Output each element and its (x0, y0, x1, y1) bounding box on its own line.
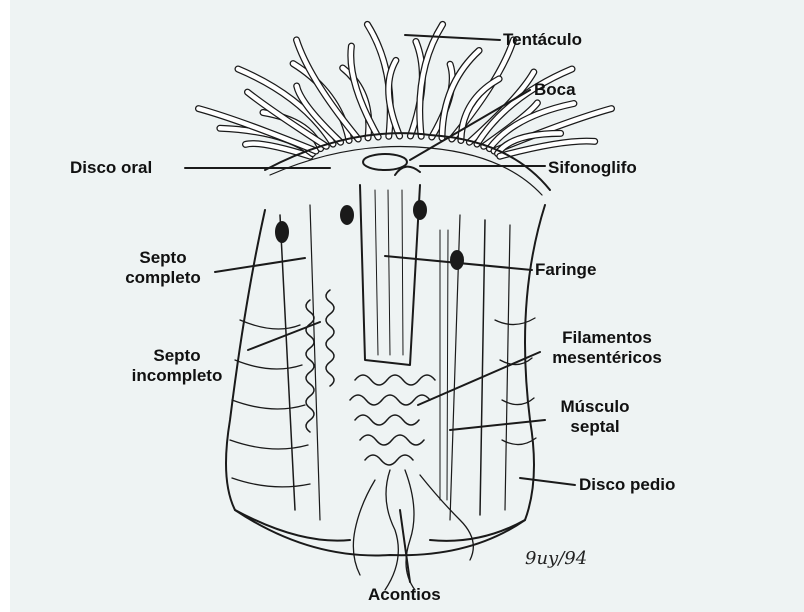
label-musculo-septal: Músculo septal (550, 397, 640, 437)
spot (341, 206, 353, 224)
mesenterial-filaments (350, 375, 435, 465)
label-disco-pedio: Disco pedio (579, 475, 675, 495)
label-sifonoglifo: Sifonoglifo (548, 158, 637, 178)
label-boca: Boca (534, 80, 576, 100)
label-acontios: Acontios (368, 585, 441, 605)
spot (276, 222, 288, 242)
mouth (363, 154, 407, 170)
label-tentaculo: Tentáculo (503, 30, 582, 50)
label-filamentos-mesentericos: Filamentos mesentéricos (532, 328, 682, 368)
leader-tentaculo (405, 35, 500, 40)
pedal-disc (235, 510, 525, 555)
artist-signature: 9uy/94 (525, 548, 587, 569)
spot (414, 201, 426, 219)
sea-anemone-illustration (10, 0, 804, 612)
septal-muscle (440, 230, 448, 500)
spot (451, 251, 463, 269)
incomplete-septum (306, 300, 314, 432)
label-septo-incompleto: Septo incompleto (122, 346, 232, 386)
leader-lines (185, 35, 575, 582)
acontia (385, 470, 398, 590)
label-faringe: Faringe (535, 260, 596, 280)
leader-filamentos (418, 352, 540, 405)
label-septo-completo: Septo completo (118, 248, 208, 288)
leader-septo-completo (215, 258, 305, 272)
label-disco-oral: Disco oral (70, 158, 152, 178)
leader-disco-pedio (520, 478, 575, 485)
